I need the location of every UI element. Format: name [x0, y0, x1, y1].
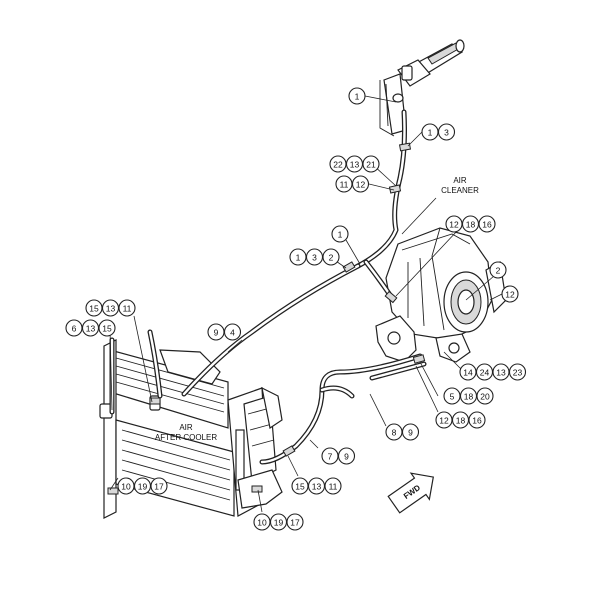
callout-number: 18	[466, 220, 476, 230]
hose-clamps	[107, 142, 426, 495]
callout-number: 1	[428, 128, 433, 138]
callout-number: 2	[496, 266, 501, 276]
after-cooler-label-2: AFTER COOLER	[155, 433, 217, 442]
callout-group-right-2: 2	[489, 261, 507, 279]
callout-number: 18	[456, 416, 466, 426]
callout-group-left-15-13-11: 15 13 11	[85, 299, 136, 317]
callout-number: 15	[89, 304, 99, 314]
callout-number: 15	[295, 482, 305, 492]
callout-group-mid-1-3-2: 1 3 2	[289, 248, 340, 266]
callout-group-mid-1: 1	[331, 225, 349, 243]
callout-bubble	[478, 215, 496, 233]
callout-bubble	[508, 363, 527, 381]
callout-number: 9	[214, 328, 219, 338]
callout-number: 1	[296, 253, 301, 263]
air-cleaner-label-1: AIR	[453, 176, 467, 185]
callout-bubble	[501, 285, 519, 303]
callout-number: 6	[72, 324, 77, 334]
callout-bubble	[331, 225, 349, 243]
callout-number: 14	[463, 368, 473, 378]
callout-bubble	[223, 323, 242, 341]
top-filter-assembly	[379, 39, 465, 137]
callout-number: 13	[86, 324, 96, 334]
callout-bubble	[362, 155, 380, 173]
callout-number: 12	[449, 220, 459, 230]
callout-bubble	[118, 299, 136, 317]
callout-number: 19	[274, 518, 284, 528]
callout-number: 10	[257, 518, 267, 528]
callout-number: 22	[333, 160, 343, 170]
callout-bubble	[489, 261, 507, 279]
callout-number: 23	[513, 368, 523, 378]
callout-number: 3	[444, 128, 449, 138]
callout-group-mid-12-18-16: 12 18 16	[445, 215, 496, 233]
callout-number: 8	[392, 428, 397, 438]
air-cleaner-assembly	[375, 227, 507, 363]
callout-group-upper-11-12: 11 12	[335, 175, 370, 193]
callout-group-bottom-15-13-11: 15 13 11	[291, 477, 342, 495]
callout-group-top-1: 1	[348, 87, 366, 105]
callout-bubble	[476, 387, 494, 405]
callout-number: 11	[329, 482, 338, 492]
callout-number: 5	[450, 392, 455, 402]
callout-number: 11	[123, 304, 132, 314]
callout-bubble	[468, 411, 486, 429]
callout-number: 9	[408, 428, 413, 438]
callout-bubble	[437, 123, 456, 141]
callout-number: 13	[106, 304, 116, 314]
callout-group-left-6-13-15: 6 13 15	[65, 319, 116, 337]
callout-number: 12	[439, 416, 449, 426]
callout-number: 24	[480, 368, 490, 378]
callout-number: 1	[338, 230, 343, 240]
callout-bubble	[324, 477, 342, 495]
callout-bubble	[98, 319, 116, 337]
callout-number: 21	[366, 160, 376, 170]
callout-group-left-10-19-17: 10 19 17	[117, 477, 168, 495]
callout-number: 2	[329, 253, 334, 263]
callout-number: 10	[121, 482, 131, 492]
callout-number: 13	[312, 482, 322, 492]
callout-number: 4	[230, 328, 235, 338]
callout-bubble	[286, 513, 304, 531]
after-cooler-label-1: AIR	[179, 423, 193, 432]
callout-bubble	[337, 447, 356, 465]
callout-bubble	[322, 248, 340, 266]
callout-group-right-12-18-16: 12 18 16	[435, 411, 486, 429]
fwd-arrow: FWD	[387, 472, 434, 514]
callout-number: 16	[482, 220, 492, 230]
callout-group-bottom-10-19-17: 10 19 17	[253, 513, 304, 531]
callout-group-right-12: 12	[501, 285, 519, 303]
air-cleaner-label-2: CLEANER	[441, 186, 479, 195]
callout-number: 15	[102, 324, 112, 334]
callout-number: 12	[505, 290, 515, 300]
callout-number: 16	[472, 416, 482, 426]
callout-group-upper-22-13-21: 22 13 21	[329, 155, 380, 173]
callout-number: 3	[312, 253, 317, 263]
callout-number: 13	[496, 368, 506, 378]
callout-bubble	[348, 87, 366, 105]
callout-bubble	[351, 175, 370, 193]
callout-bubble	[401, 423, 420, 441]
callout-number: 7	[328, 452, 333, 462]
callout-number: 13	[350, 160, 360, 170]
callout-number: 20	[480, 392, 490, 402]
callout-group-right-14-24-13-23: 14 24 13 23	[459, 363, 527, 381]
callout-group-right-5-18-20: 5 18 20	[443, 387, 494, 405]
callout-number: 11	[340, 180, 349, 190]
callout-number: 18	[464, 392, 474, 402]
callout-number: 19	[138, 482, 148, 492]
callout-number: 9	[344, 452, 349, 462]
leader-lines	[109, 95, 503, 513]
callout-number: 1	[355, 92, 360, 102]
callout-bubble	[150, 477, 168, 495]
callout-number: 12	[356, 180, 366, 190]
callout-number: 17	[290, 518, 300, 528]
callout-number: 17	[154, 482, 164, 492]
